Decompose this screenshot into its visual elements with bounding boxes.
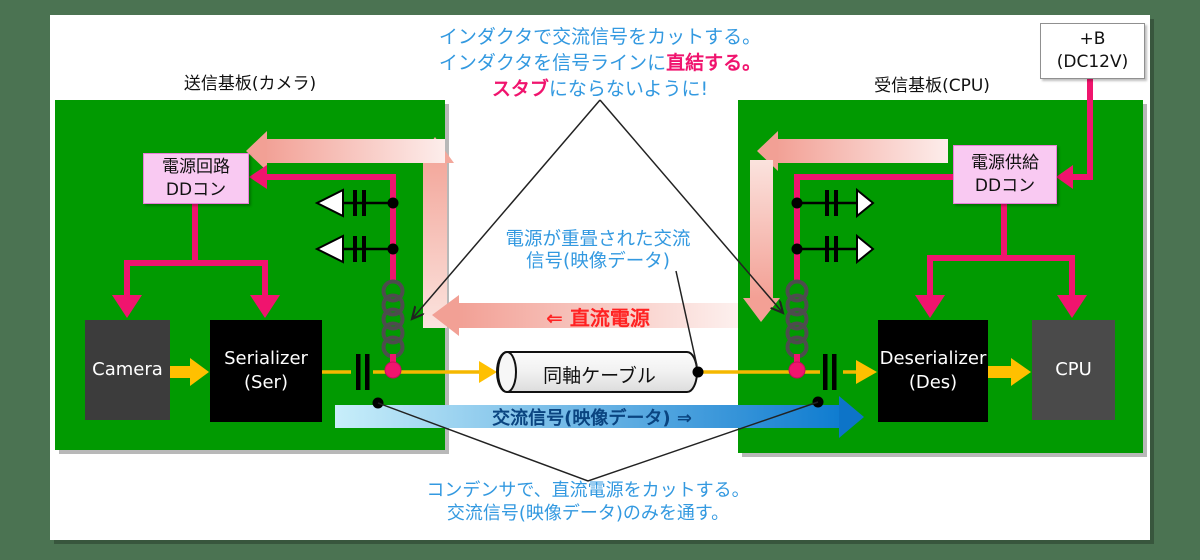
superimposed-signal-line2: 信号(映像データ) [526,251,670,272]
top-annotation-line2-blue: インダクタを信号ラインに [438,52,667,74]
dc-block-capacitor-left [356,354,370,390]
inductor-callout-left [412,99,601,319]
top-annotation-line2-accent: 直結する。 [666,52,762,74]
camera-to-ser-arrow [168,366,191,378]
shunt-arrow-icon [856,187,875,219]
power-injection-node-left [384,361,402,379]
deserializer-box: Deserializer (Des) [878,320,988,422]
arrow-into-des [856,360,877,384]
serializer-line2: (Ser) [244,372,288,393]
deserializer-line1: Deserializer [879,348,987,369]
shunt-capacitors-left [314,188,399,264]
dd-left-line1: 電源回路 [162,156,230,177]
capacitor-callout-node-left [372,397,384,409]
des-to-cpu-arrowhead [1011,358,1031,386]
inductor-coil-left [381,279,405,359]
bottom-annotation: コンデンサで、直流電源をカットする。 交流信号(映像データ)のみを通す。 [388,479,788,525]
des-to-cpu-arrow [988,366,1012,378]
dd-right-line1: 電源供給 [971,152,1039,173]
dc-block-capacitor-right [823,354,837,390]
serializer-line1: Serializer [224,348,308,369]
top-annotation-line3-blue: にならないように! [548,78,709,100]
power-arrow-into-cpu [1057,295,1087,318]
shunt-capacitors-right [791,187,875,265]
power-arrow-into-deserializer [915,295,945,318]
coax-right-node [692,366,704,378]
serializer-box: Serializer (Ser) [210,320,322,422]
dc-power-label: ⇐ 直流電源 [546,306,650,330]
deserializer-line2: (Des) [908,372,958,393]
cpu-label: CPU [1055,359,1092,380]
power-arrow-into-camera [112,295,142,318]
bottom-annotation-line1: コンデンサで、直流電源をカットする。 [426,480,750,501]
ac-signal-label: 交流信号(映像データ) ⇒ [492,408,692,429]
cpu-box: CPU [1032,320,1115,420]
shunt-arrow-icon [314,188,344,218]
superimposed-signal-line1: 電源が重畳された交流 [505,229,691,250]
shunt-arrow-icon [856,233,875,265]
camera-to-ser-arrowhead [190,358,209,386]
bottom-annotation-line2: 交流信号(映像データ)のみを通す。 [446,503,730,524]
dd-right-line2: DDコン [974,175,1036,196]
dc-flow-arrow-left-horizontal [246,131,445,171]
camera-label: Camera [92,359,163,380]
power-arrow-into-serializer [250,295,280,318]
shunt-arrow-icon [314,234,344,264]
camera-box: Camera [85,320,170,420]
dc-flow-arrow-left-vertical [416,137,454,328]
dd-left-line2: DDコン [165,179,227,200]
arrow-into-coax [479,361,497,383]
dd-converter-right: 電源供給 DDコン [953,145,1057,204]
dc-flow-arrow-right-vertical [743,160,780,322]
top-annotation-line3-accent: スタブ [491,78,549,100]
inductor-callout-right [599,99,783,313]
power-arrow-into-dd-left [249,165,267,189]
right-board-label: 受信基板(CPU) [874,76,990,96]
dd-converter-left: 電源回路 DDコン [143,153,249,204]
top-annotation-line1: インダクタで交流信号をカットする。 [438,26,762,48]
inductor-coil-right [785,279,809,359]
superimposed-signal-label: 電源が重畳された交流 信号(映像データ) [458,229,738,273]
top-annotation: インダクタで交流信号をカットする。 インダクタを信号ラインに直結する。 スタブに… [380,24,820,102]
power-injection-node-right [788,361,806,379]
capacitor-callout-node-right [812,396,824,408]
power-input-line1: +B [1079,29,1106,49]
dc-flow-arrow-right-horizontal [757,131,948,171]
left-board-label: 送信基板(カメラ) [183,74,317,94]
coax-cable-label: 同軸ケーブル [543,365,656,387]
power-input-box: +B (DC12V) [1040,23,1145,79]
power-input-line2: (DC12V) [1056,52,1129,72]
power-arrow-into-dd-right [1056,165,1073,189]
